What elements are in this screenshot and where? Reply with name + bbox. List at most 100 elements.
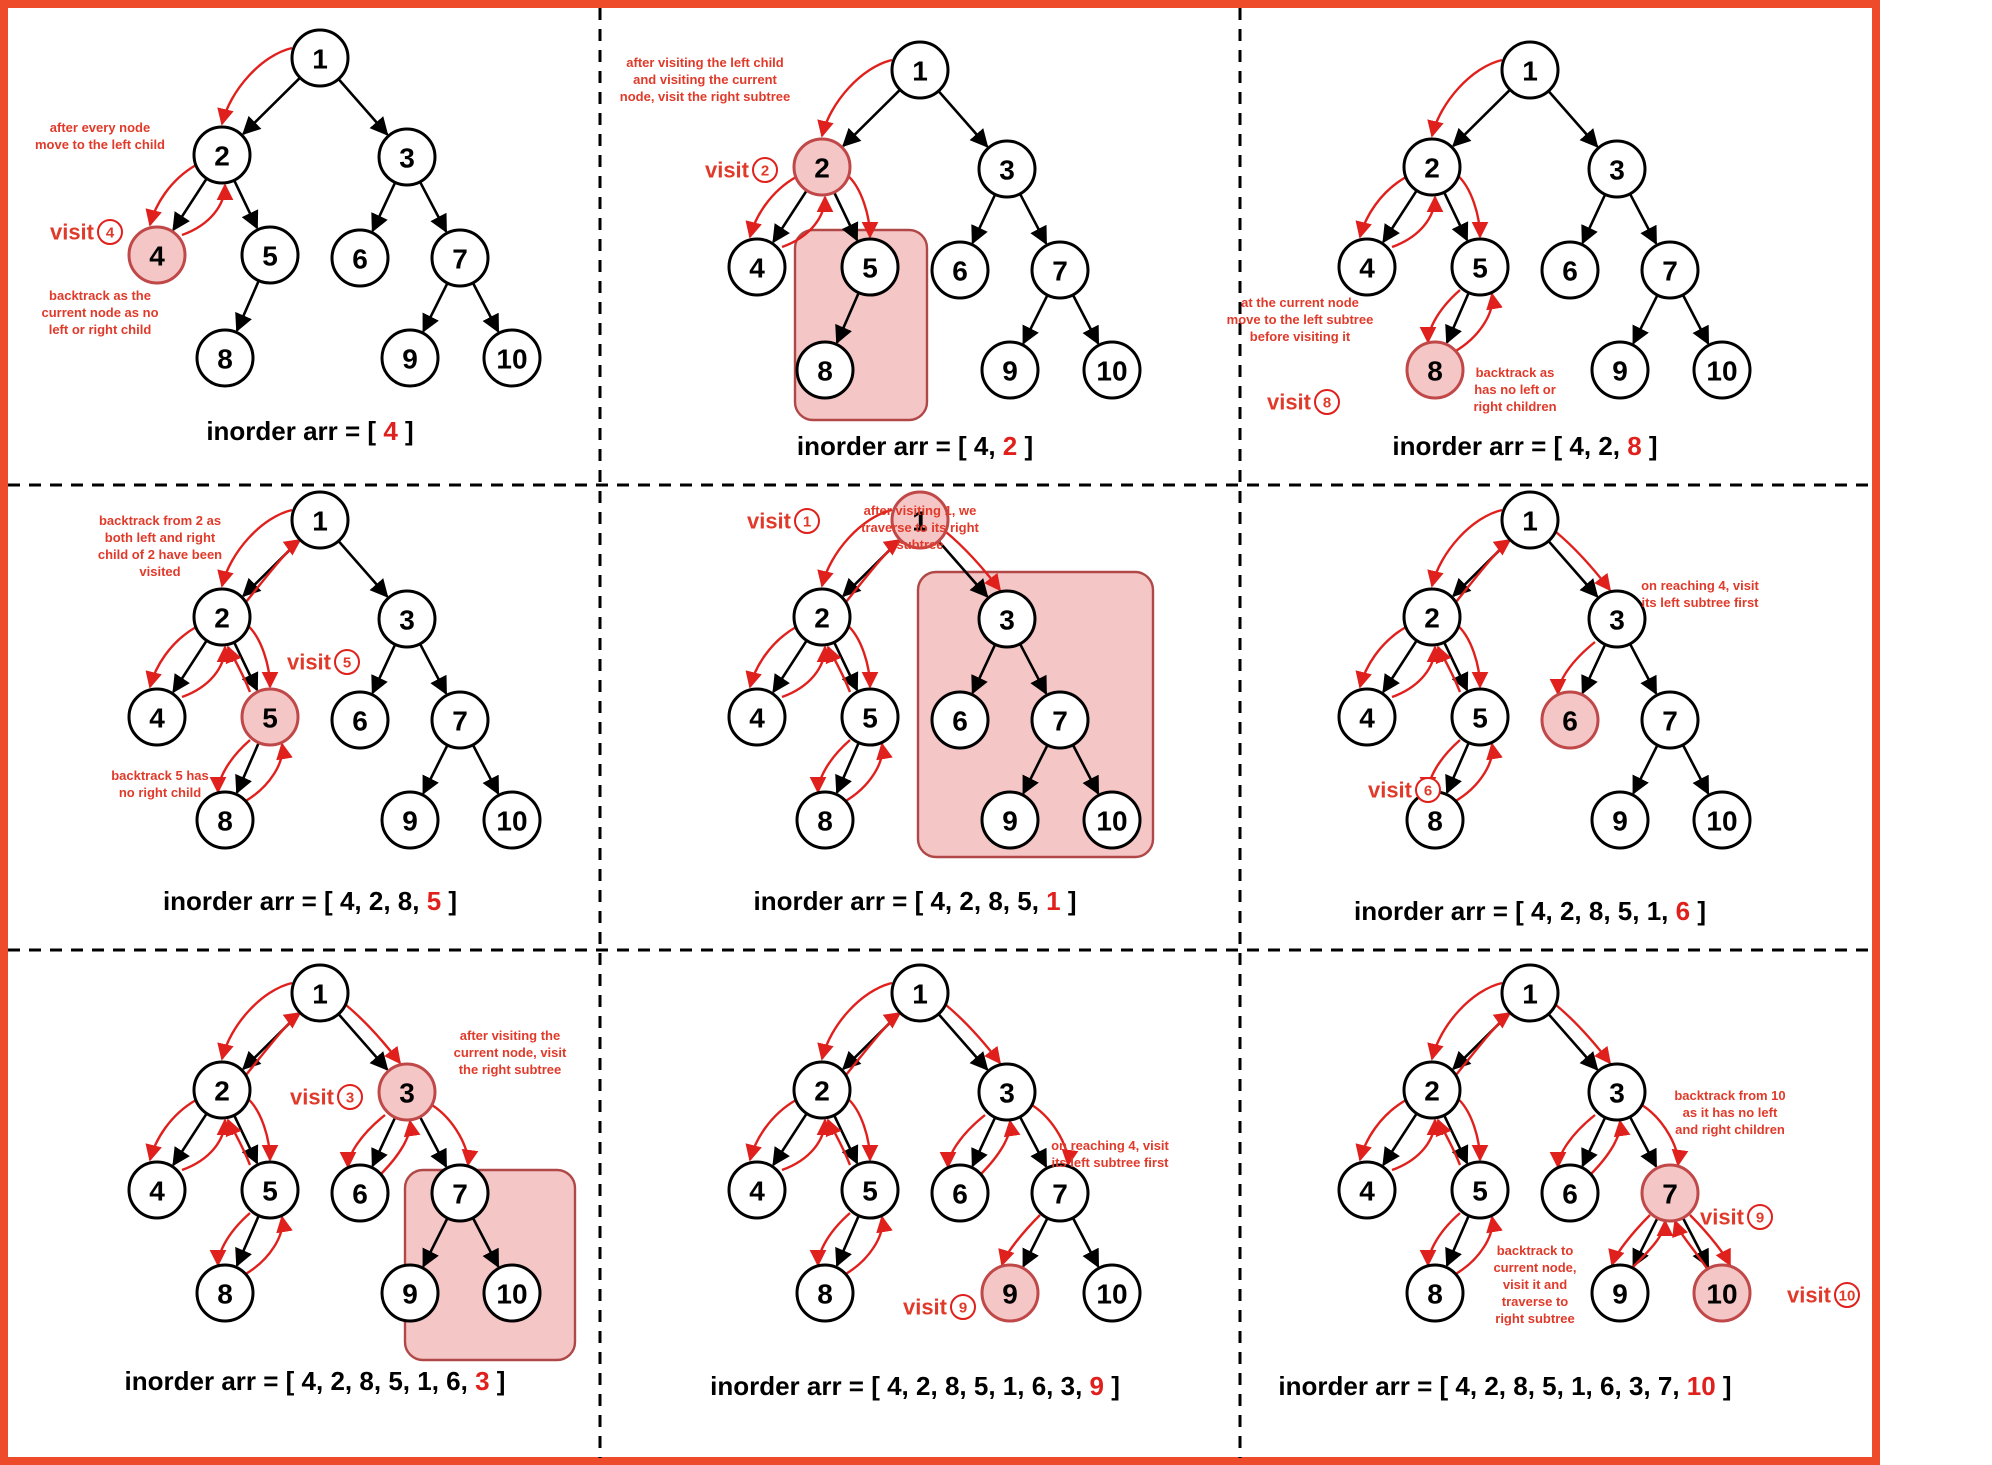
node-circle: [1587, 1062, 1647, 1122]
right-subtree-highlight: [403, 1168, 577, 1362]
traversal-arrow: [1629, 1219, 1674, 1271]
tree-edge: [937, 90, 989, 148]
visit-number-circle: [1834, 1282, 1860, 1308]
node-label: 6: [952, 256, 968, 287]
node-label: 2: [1424, 153, 1440, 184]
node-circle: [1500, 490, 1560, 550]
tree-edge: [337, 1013, 389, 1071]
node-circle: [1337, 687, 1397, 747]
traversal-arrow: [979, 1119, 1021, 1176]
tree-node: 3: [377, 127, 437, 187]
tree-edge: [471, 282, 500, 333]
traversal-arrow: [1555, 531, 1612, 592]
node-circle: [482, 1263, 542, 1323]
node-label: 8: [217, 1279, 233, 1310]
inorder-result: inorder arr = [ 4, 2, 8, 5, 1 ]: [753, 886, 1076, 916]
traversal-arrow: [809, 1212, 851, 1267]
node-circle: [1540, 1163, 1600, 1223]
tree-node: 7: [1030, 1163, 1090, 1223]
node-circle: [195, 328, 255, 388]
tree-node: 3: [977, 1062, 1037, 1122]
node-circle: [1692, 1263, 1752, 1323]
tree-node: 2: [1402, 587, 1462, 647]
node-label: 4: [1359, 703, 1375, 734]
tree-node: 1: [290, 490, 350, 550]
visit-number: 3: [346, 1090, 354, 1107]
traversal-arrow: [1555, 1004, 1612, 1065]
tree-node: 4: [127, 225, 187, 285]
tree-edge: [418, 181, 448, 234]
tree-node: 6: [330, 690, 390, 750]
tree-node: 2: [792, 1060, 852, 1120]
tree-node: 10: [482, 790, 542, 850]
traversal-arrow: [1453, 742, 1503, 804]
node-circle: [377, 1062, 437, 1122]
visit-number: 4: [106, 225, 115, 242]
node-label: 8: [817, 806, 833, 837]
tree-node: 10: [1692, 1263, 1752, 1323]
node-circle: [1082, 340, 1142, 400]
node-circle: [1402, 1060, 1462, 1120]
node-label: 5: [1472, 1176, 1488, 1207]
traversal-arrow: [745, 625, 797, 689]
tree-edge: [971, 193, 997, 245]
traversal-arrow: [225, 1118, 252, 1166]
tree-node: 8: [1405, 790, 1465, 850]
tree-edge: [172, 639, 208, 694]
node-label: 1: [912, 506, 928, 537]
tree-node: 9: [980, 340, 1040, 400]
visit-number-circle: [1415, 777, 1441, 803]
traversal-arrow: [181, 1118, 234, 1172]
node-label: 1: [312, 979, 328, 1010]
traversal-arrow: [217, 46, 293, 126]
tree-node: 9: [980, 1263, 1040, 1323]
tree-edge: [1628, 643, 1658, 696]
traversal-arrow: [345, 1004, 402, 1065]
node-label: 3: [399, 143, 415, 174]
node-circle: [1450, 237, 1510, 297]
traversal-arrow: [1355, 625, 1407, 689]
tree-node: 8: [795, 1263, 855, 1323]
node-circle: [430, 228, 490, 288]
node-circle: [727, 687, 787, 747]
visit-number: 9: [959, 1300, 967, 1317]
node-circle: [1590, 790, 1650, 850]
node-label: 4: [149, 703, 165, 734]
node-label: 9: [402, 1279, 418, 1310]
node-circle: [890, 490, 950, 550]
traversal-arrow: [431, 1103, 479, 1167]
tree-node: 8: [795, 790, 855, 850]
node-label: 10: [1096, 806, 1127, 837]
traversal-arrow: [1549, 1114, 1596, 1169]
tree-node: 2: [1402, 137, 1462, 197]
tree-edge: [835, 292, 860, 345]
traversal-arrow: [1419, 1212, 1461, 1267]
tree-edge: [371, 181, 397, 233]
node-label: 4: [1359, 253, 1375, 284]
traversal-arrow: [181, 183, 234, 237]
visit-number: 5: [343, 655, 351, 672]
tree-node: 4: [1337, 237, 1397, 297]
tree-node: 9: [380, 1263, 440, 1323]
node-circle: [377, 127, 437, 187]
tree-edge: [232, 179, 259, 230]
node-label: 5: [862, 253, 878, 284]
node-label: 5: [262, 703, 278, 734]
node-label: 2: [814, 1076, 830, 1107]
traversal-arrow: [209, 1212, 251, 1267]
traversal-arrow: [781, 1118, 834, 1172]
node-label: 6: [952, 1179, 968, 1210]
tree-node: 3: [377, 589, 437, 649]
visit-number-circle: [794, 508, 820, 534]
traversal-arrow: [217, 981, 293, 1061]
tree-node: 2: [1402, 1060, 1462, 1120]
node-label: 4: [149, 241, 165, 272]
traversal-arrow: [781, 195, 834, 249]
tree-edge: [1382, 1112, 1418, 1167]
